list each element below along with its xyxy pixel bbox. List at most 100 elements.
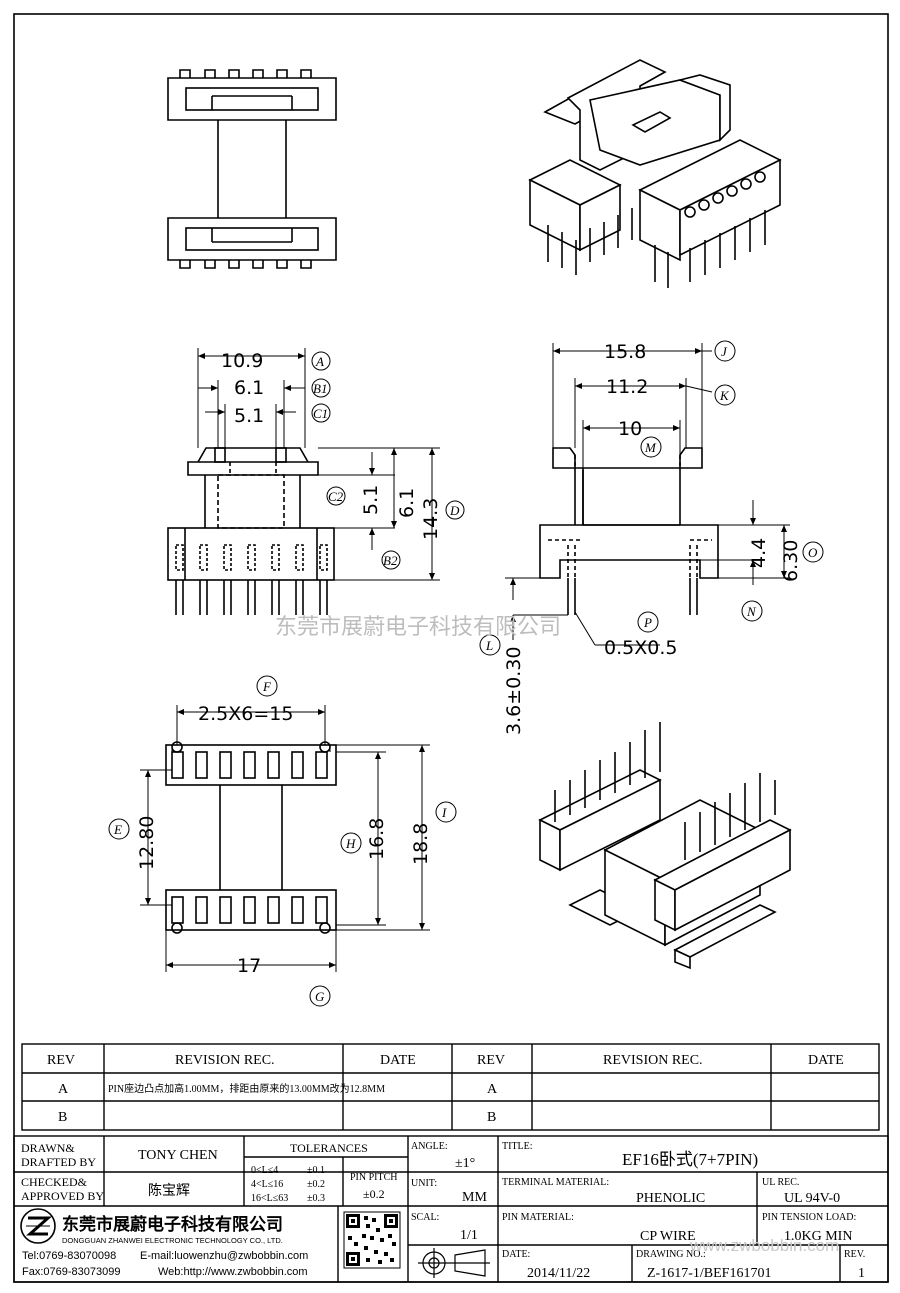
callout-C2: C2 bbox=[328, 489, 344, 504]
drawing-no-label: DRAWING NO.: bbox=[636, 1249, 706, 1260]
company-logo bbox=[20, 1208, 56, 1244]
front-view-callouts bbox=[311, 351, 465, 570]
dim-B1: 6.1 bbox=[234, 377, 264, 399]
rev-header-6: DATE bbox=[808, 1053, 844, 1068]
callout-B1: B1 bbox=[313, 381, 327, 396]
callout-J: J bbox=[721, 344, 728, 359]
pin-pitch-label: PIN PITCH bbox=[350, 1172, 398, 1183]
drawing-no-value: Z-1617-1/BEF161701 bbox=[647, 1266, 771, 1281]
drawing-title: EF16卧式(7+7PIN) bbox=[622, 1150, 758, 1169]
callout-G: G bbox=[315, 989, 325, 1004]
front-view-dimensions bbox=[197, 348, 440, 581]
front-view bbox=[167, 447, 335, 615]
web-watermark: www.zwbobbin.com bbox=[689, 1236, 839, 1255]
callout-C1: C1 bbox=[313, 406, 328, 421]
dim-D: 14.3 bbox=[420, 498, 442, 540]
dim-F: 2.5X6=15 bbox=[198, 703, 293, 725]
iso-view-bottom bbox=[538, 722, 792, 970]
dim-L: 3.6±0.30 bbox=[503, 647, 525, 735]
company-name-en: DONGGUAN ZHANWEI ELECTRONIC TECHNOLOGY C… bbox=[62, 1236, 283, 1245]
callout-O: O bbox=[808, 545, 818, 560]
pin-material-label: PIN MATERIAL: bbox=[502, 1212, 574, 1223]
company-tel: Tel:0769-83070098 bbox=[22, 1250, 116, 1262]
rev-row-a-record: PIN座边凸点加高1.00MM，排距由原来的13.00MM改为12.8MM bbox=[108, 1082, 385, 1095]
callout-M: M bbox=[644, 440, 657, 455]
iso-view-top bbox=[528, 59, 782, 288]
dim-H: 16.8 bbox=[366, 818, 388, 860]
checked-label-2: APPROVED BY bbox=[21, 1189, 104, 1203]
callout-F: F bbox=[262, 679, 272, 694]
dim-I: 18.8 bbox=[410, 823, 432, 865]
watermark-company: 东莞市展蔚电子科技有限公司 bbox=[275, 614, 561, 639]
angle-value: ±1° bbox=[455, 1156, 475, 1171]
bottom-view bbox=[165, 741, 337, 934]
checked-label-1: CHECKED& bbox=[21, 1175, 88, 1189]
side-view-callouts bbox=[479, 340, 824, 656]
scale-value: 1/1 bbox=[460, 1228, 478, 1243]
rev-row-a-label-right: A bbox=[487, 1082, 498, 1097]
terminal-material-value: PHENOLIC bbox=[636, 1191, 705, 1206]
ul-label: UL REC. bbox=[762, 1177, 799, 1188]
company-email: E-mail:luowenzhu@zwbobbin.com bbox=[140, 1250, 308, 1262]
rev-row-b-label-right: B bbox=[487, 1110, 496, 1125]
front-view-labels: 10.9 6.1 5.1 5.1 6.1 14.3 bbox=[221, 350, 442, 540]
rev-label: REV. bbox=[844, 1249, 865, 1260]
callout-E: E bbox=[113, 822, 122, 837]
company-fax: Fax:0769-83073099 bbox=[22, 1266, 120, 1278]
tol-row-3-value: ±0.3 bbox=[307, 1193, 325, 1204]
tol-row-2-range: 4<L≤16 bbox=[251, 1179, 283, 1190]
date-label: DATE: bbox=[502, 1249, 530, 1260]
rev-row-a-label: A bbox=[58, 1082, 69, 1097]
date-value: 2014/11/22 bbox=[527, 1266, 590, 1281]
company-web: Web:http://www.zwbobbin.com bbox=[158, 1266, 308, 1278]
pin-tension-label: PIN TENSION LOAD: bbox=[762, 1212, 856, 1223]
callout-B2: B2 bbox=[383, 553, 398, 568]
qr-code-icon bbox=[343, 1211, 401, 1269]
revision-table-text: REV REVISION REC. DATE REV REVISION REC.… bbox=[47, 1053, 844, 1125]
unit-value: MM bbox=[462, 1190, 487, 1205]
dim-M: 10 bbox=[618, 418, 642, 440]
ul-value: UL 94V-0 bbox=[784, 1191, 840, 1206]
callout-P: P bbox=[643, 615, 652, 630]
pin-tension-value: 1.0KG MIN bbox=[784, 1229, 852, 1244]
rev-row-b-label: B bbox=[58, 1110, 67, 1125]
callout-D: D bbox=[449, 503, 460, 518]
tolerances-label: TOLERANCES bbox=[290, 1141, 368, 1155]
tol-row-1-value: ±0.1 bbox=[307, 1165, 325, 1176]
pin-material-value: CP WIRE bbox=[640, 1229, 696, 1244]
company-name-cn: 东莞市展蔚电子科技有限公司 bbox=[62, 1214, 283, 1234]
top-view bbox=[167, 69, 337, 269]
dim-E: 12.80 bbox=[136, 816, 158, 870]
bottom-view-dimensions bbox=[140, 705, 430, 972]
rev-header-1: REV bbox=[47, 1053, 75, 1068]
pin-pitch-value: ±0.2 bbox=[363, 1187, 385, 1201]
rev-value: 1 bbox=[858, 1266, 865, 1281]
callout-K: K bbox=[719, 388, 730, 403]
side-view-dimensions bbox=[505, 343, 790, 646]
checked-value: 陈宝辉 bbox=[148, 1182, 190, 1199]
dim-K: 11.2 bbox=[606, 376, 648, 398]
tol-row-3-range: 16<L≤63 bbox=[251, 1193, 288, 1204]
scale-label: SCAL: bbox=[411, 1212, 439, 1223]
tol-row-2-value: ±0.2 bbox=[307, 1179, 325, 1190]
side-view bbox=[539, 447, 719, 615]
callout-N: N bbox=[746, 604, 757, 619]
revision-table bbox=[21, 1043, 880, 1131]
callout-L: L bbox=[485, 638, 493, 653]
rev-header-4: REV bbox=[477, 1053, 505, 1068]
dim-A: 10.9 bbox=[221, 350, 263, 372]
tol-row-1-range: 0<L≤4 bbox=[251, 1165, 278, 1176]
projection-symbol-icon bbox=[418, 1248, 490, 1278]
callout-H: H bbox=[345, 836, 356, 851]
unit-label: UNIT: bbox=[411, 1178, 437, 1189]
dim-P: 0.5X0.5 bbox=[604, 637, 677, 659]
drawn-label-1: DRAWN& bbox=[21, 1141, 75, 1155]
bottom-view-labels: 2.5X6=15 12.80 16.8 18.8 17 bbox=[136, 703, 432, 977]
dim-C2: 5.1 bbox=[360, 485, 382, 515]
title-label: TITLE: bbox=[502, 1141, 533, 1152]
company-block: 东莞市展蔚电子科技有限公司 DONGGUAN ZHANWEI ELECTRONI… bbox=[20, 1208, 401, 1278]
dim-C1: 5.1 bbox=[234, 405, 264, 427]
dim-O: 6.30 bbox=[780, 540, 802, 582]
drawn-label-2: DRAFTED BY bbox=[21, 1155, 96, 1169]
